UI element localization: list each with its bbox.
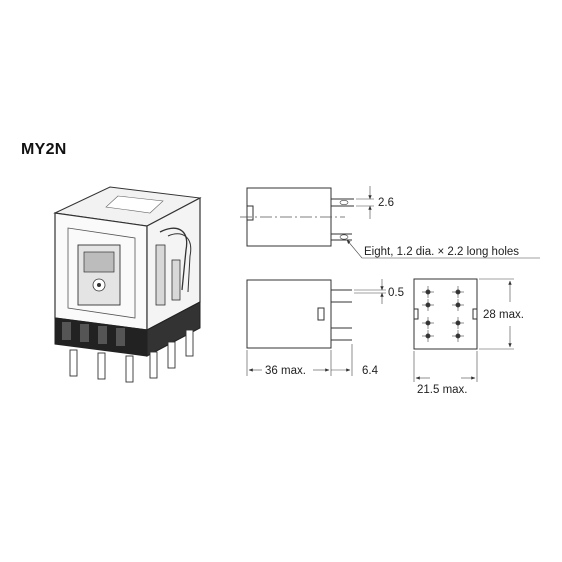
bottom-view: 28 max. 21.5 max.: [413, 278, 524, 396]
top-side-view: 2.6 Eight, 1.2 dia. × 2.2 long holes: [240, 186, 540, 259]
dim-depth: 36 max.: [265, 365, 306, 377]
dim-terminal-thickness: 2.6: [378, 197, 394, 209]
dim-terminal-width: 0.5: [388, 287, 404, 299]
dim-terminal-length: 6.4: [362, 365, 379, 377]
holes-note: Eight, 1.2 dia. × 2.2 long holes: [364, 246, 519, 258]
dim-width: 21.5 max.: [417, 384, 468, 396]
relay-illustration: [53, 186, 202, 383]
side-view: 0.5 36 max. 6.4: [246, 279, 404, 377]
model-title: MY2N: [21, 141, 67, 158]
dim-height: 28 max.: [483, 309, 524, 321]
